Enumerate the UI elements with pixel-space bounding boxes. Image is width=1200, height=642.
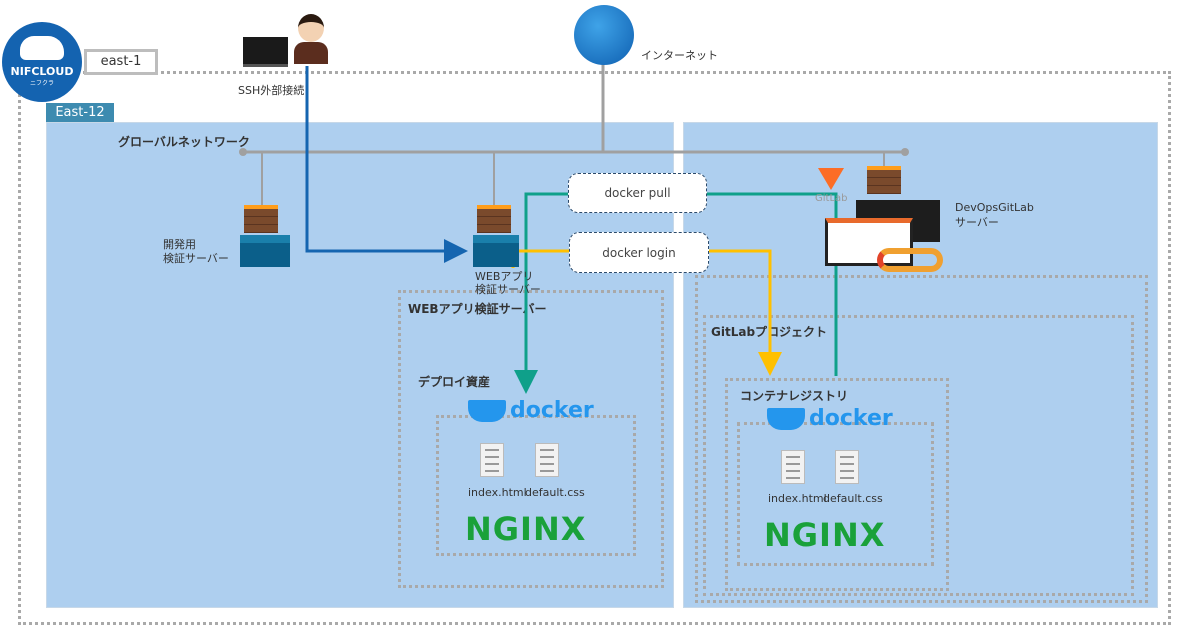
html-file-icon bbox=[781, 450, 805, 484]
registry-title: コンテナレジストリ bbox=[740, 389, 849, 403]
laptop-icon bbox=[243, 37, 288, 67]
web-server-box-title: WEBアプリ検証サーバー bbox=[408, 302, 547, 316]
docker-whale-icon bbox=[468, 400, 506, 422]
firewall-icon bbox=[867, 166, 901, 194]
ssh-line bbox=[305, 66, 468, 263]
docker-login-label: docker login bbox=[569, 232, 709, 273]
gitlab-server-label-1: DevOpsGitLab bbox=[955, 201, 1034, 214]
docker-login-line bbox=[511, 249, 569, 268]
firewall-icon bbox=[244, 205, 278, 233]
file-label-index: index.html bbox=[768, 492, 827, 505]
global-network-line bbox=[239, 62, 909, 205]
nifcloud-logo: NIFCLOUD ニフクラ bbox=[2, 22, 82, 102]
nginx-logo: NGINX bbox=[764, 516, 886, 554]
gitlab-logo-text: GitLab bbox=[815, 193, 848, 204]
person-icon bbox=[294, 14, 328, 66]
deploy-assets-title: デプロイ資産 bbox=[418, 375, 491, 389]
region-label-box: east-1 bbox=[84, 49, 158, 75]
docker-pull-label: docker pull bbox=[568, 173, 707, 213]
css-file-icon bbox=[535, 443, 559, 477]
docker-logo: docker bbox=[510, 398, 594, 423]
docker-login-line-2 bbox=[707, 249, 782, 376]
gitlab-server-box bbox=[695, 275, 1148, 603]
deploy-assets-box bbox=[436, 415, 636, 556]
docker-pull-line bbox=[705, 192, 838, 376]
css-file-icon bbox=[835, 450, 859, 484]
file-label-css: default.css bbox=[525, 486, 585, 499]
region-boundary bbox=[18, 71, 1171, 625]
web-server-label-2: 検証サーバー bbox=[475, 283, 541, 296]
file-label-css: default.css bbox=[823, 492, 883, 505]
global-network-label: グローバルネットワーク bbox=[118, 135, 250, 149]
gitlab-server-label-2: サーバー bbox=[955, 216, 999, 229]
dev-server-label-1: 開発用 bbox=[163, 238, 196, 251]
gitlab-icon bbox=[818, 168, 844, 190]
docker-logo: docker bbox=[809, 406, 893, 431]
dev-server-label-2: 検証サーバー bbox=[163, 252, 229, 265]
docker-pull-line-2 bbox=[514, 192, 568, 394]
registry-inner-box bbox=[737, 422, 934, 566]
internet-label: インターネット bbox=[641, 49, 718, 62]
nginx-logo: NGINX bbox=[465, 510, 587, 548]
html-file-icon bbox=[480, 443, 504, 477]
logo-text: NIFCLOUD bbox=[10, 65, 74, 78]
docker-whale-icon bbox=[767, 408, 805, 430]
zone-tab: East-12 bbox=[46, 103, 114, 122]
web-server-icon bbox=[473, 235, 519, 267]
firewall-icon bbox=[477, 205, 511, 233]
web-server-label-1: WEBアプリ bbox=[475, 270, 534, 283]
registry-box bbox=[725, 378, 949, 591]
globe-icon bbox=[574, 5, 634, 65]
gitlab-project-box bbox=[703, 315, 1134, 596]
web-monitor-icon bbox=[825, 218, 913, 266]
cloud-icon bbox=[20, 36, 64, 60]
dev-server-icon bbox=[240, 235, 290, 267]
devops-infinity-icon bbox=[877, 248, 943, 272]
web-server-box bbox=[398, 290, 664, 588]
logo-subtext: ニフクラ bbox=[29, 80, 54, 87]
file-label-index: index.html bbox=[468, 486, 527, 499]
ssh-label: SSH外部接続 bbox=[238, 84, 305, 97]
